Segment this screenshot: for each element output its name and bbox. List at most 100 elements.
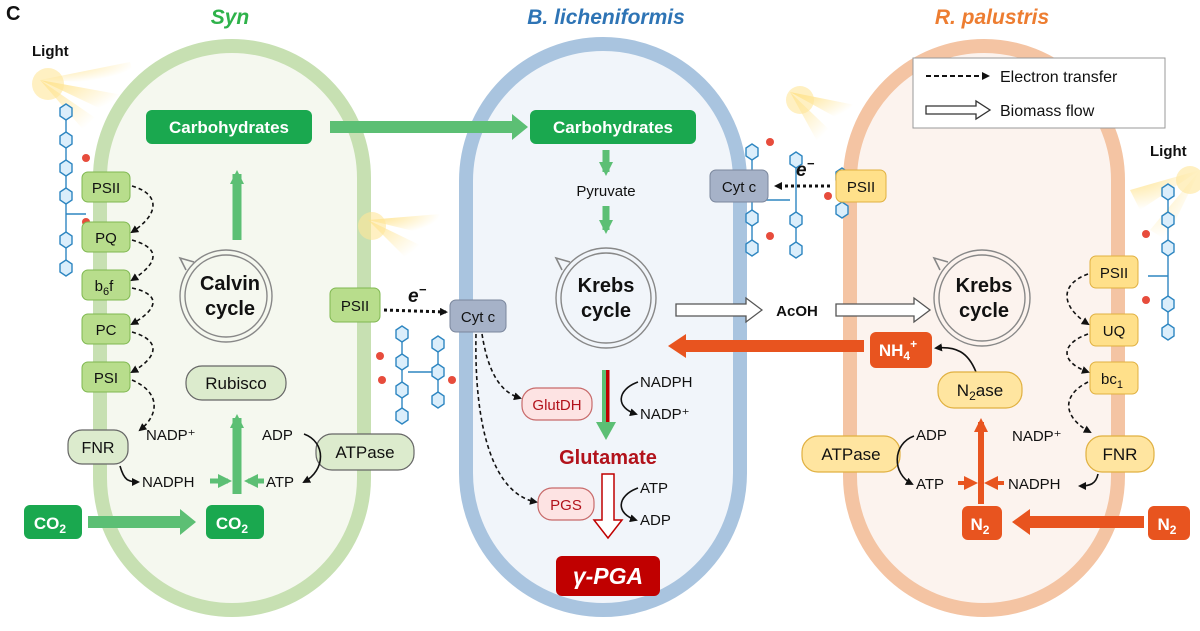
syn-nadph-arc [119,465,140,486]
bl-krebs-label-2: cycle [581,300,631,322]
glutdh-box [521,387,593,421]
n2ase-to-nh4-arc [934,343,977,373]
co2-right-label: CO2 [216,514,249,536]
bl-cytc-box [449,299,507,333]
legend-biomass-label: Biomass flow [1000,103,1095,120]
bl-atp-arc [620,487,639,523]
co2-transfer-arrow [88,509,196,535]
syn-carbohydrates-box [146,110,312,144]
nh4-transfer-arrow [668,334,864,358]
syn-fnr-box [67,429,129,465]
bl-nadp-plus-label: NADP⁺ [640,406,690,423]
rp-bc1-label: bc1 [1101,371,1123,391]
n2ase-box [937,371,1023,409]
acoh-arrow-left [675,296,764,324]
bl-psii-label: PSII [341,298,369,315]
pga-label: γ-PGA [573,563,643,589]
syn-atp-arc [302,433,322,483]
acoh-label: AcOH [776,303,818,320]
glutamate-label: Glutamate [559,447,657,469]
cytc-to-pgs-dash [475,333,538,505]
syn-atpase-label: ATPase [335,443,394,462]
bl-adp-label: ADP [640,512,671,529]
bl-carbohydrates-label: Carbohydrates [553,118,673,137]
rp-fnr-label: FNR [1103,445,1138,464]
rp-adp-label: ADP [916,427,947,444]
syn-pc-label: PC [96,322,117,339]
carbo-transfer-arrow [330,114,528,140]
rp-atpase-label: ATPase [821,445,880,464]
rp-atpase-box [801,435,901,473]
syn-b6f-label: b6f [95,278,114,298]
rp-psii-label: PSII [1100,265,1128,282]
rp-atp-label: ATP [916,476,944,493]
rp-krebs-ring [932,249,1031,347]
photosensitizer-left [59,103,90,277]
photosensitizer-center [376,325,456,425]
rp-nadph-label: NADPH [1008,476,1061,493]
light-rays-left [32,62,136,142]
legend-electron-label: Electron transfer [1000,69,1118,86]
syn-psi-box [81,361,131,393]
acoh-arrow-right [835,296,932,324]
rp-electron-label: e− [796,156,815,181]
bl-atp-label: ATP [640,480,668,497]
rp-psii-box [1089,255,1139,289]
co2-right-box [206,505,264,539]
rp-cytc-label: Cyt c [722,179,757,196]
legend: Electron transfer Biomass flow [912,57,1166,129]
krebs-glutamate-arrow-head [596,422,616,440]
syn-electron-chain [130,185,155,432]
rubisco-label: Rubisco [205,374,266,393]
rp-uq-box [1089,313,1139,347]
rp-atp-arc [896,435,915,485]
panel-letter: C [6,3,20,25]
syn-fnr-label: FNR [82,440,115,457]
bl-carbohydrates-box [530,110,696,144]
syn-title: Syn [211,6,250,29]
glutdh-label: GlutDH [532,397,581,414]
photosensitizer-right [1142,183,1175,341]
syn-psi-label: PSI [94,370,118,387]
rp-bc1-box [1089,361,1139,395]
light-rays-right [1130,166,1200,240]
n2ase-label: N2ase [957,381,1003,403]
pyruvate-label: Pyruvate [576,183,635,200]
co2-left-label: CO2 [34,514,67,536]
bl-cytc-label: Cyt c [461,309,496,326]
bl-krebs-label-1: Krebs [578,275,635,297]
syn-pq-box [81,221,131,253]
rp-psii-top-label: PSII [847,179,875,196]
bl-krebs-ring [554,247,657,349]
nh4-box [870,332,932,368]
light-label-left: Light [32,43,69,60]
syn-psii-box [81,171,131,203]
rp-title: R. palustris [935,6,1049,29]
syn-pc-box [81,313,131,345]
syn-nadph-label: NADPH [142,474,195,491]
syn-adp-label: ADP [262,427,293,444]
rp-krebs-label-1: Krebs [956,275,1013,297]
syn-carbohydrates-label: Carbohydrates [169,118,289,137]
rp-electron-chain [1066,273,1092,433]
calvin-cycle-ring [178,249,273,343]
bl-nadph-arc [620,381,639,417]
rp-psii-top-box [835,169,887,203]
n2-outer-label: N2 [1158,515,1177,537]
n2-inner-label: N2 [971,515,990,537]
glutamate-pga-arrow [592,473,624,540]
pga-box [556,556,660,596]
bl-psii-electron-arrow [383,307,448,316]
bl-psii-box [329,287,381,323]
rp-nadp-plus-label: NADP⁺ [1012,428,1062,445]
pgs-label: PGS [550,497,582,514]
syn-nadp-plus-label: NADP⁺ [146,427,196,444]
n2-inner-box [962,506,1002,540]
legend-hollow-arrow [925,99,992,121]
rp-krebs-label-2: cycle [959,300,1009,322]
syn-atpase-box [315,433,415,471]
calvin-label-1: Calvin [200,273,260,295]
rp-uq-label: UQ [1103,323,1126,340]
syn-pq-label: PQ [95,230,117,247]
